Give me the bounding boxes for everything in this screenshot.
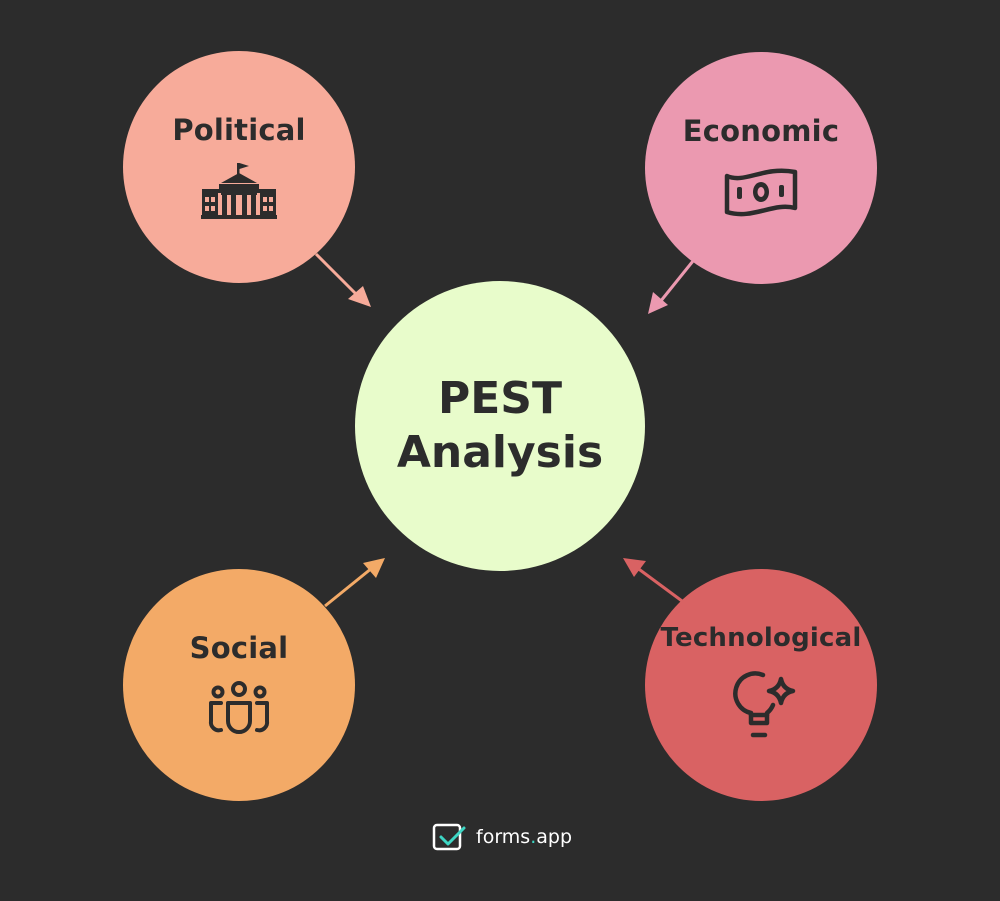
social-label: Social <box>189 630 289 665</box>
technological-node: Technological <box>645 569 877 801</box>
forms-app-logo-icon <box>432 822 468 852</box>
lightbulb-sparkle-icon <box>723 669 799 745</box>
economic-label: Economic <box>682 113 840 148</box>
government-building-icon <box>201 162 277 219</box>
economic-node: Economic <box>645 52 877 284</box>
center-title-line-2: Analysis <box>396 427 604 478</box>
political-label: Political <box>172 112 306 147</box>
people-group-icon <box>201 680 277 737</box>
political-node: Political <box>123 51 355 283</box>
arrow-technological-to-center <box>623 558 683 603</box>
arrow-social-to-center <box>324 558 385 608</box>
technological-label: Technological <box>660 623 862 653</box>
arrow-political-to-center <box>314 252 371 307</box>
social-node: Social <box>123 569 355 801</box>
brand-wordmark: forms.app <box>476 826 572 848</box>
forms-app-brand: forms.app <box>432 822 572 852</box>
brand-name: forms <box>476 826 531 848</box>
pest-analysis-center: PEST Analysis <box>355 281 645 571</box>
arrow-economic-to-center <box>648 260 695 314</box>
banknote-icon <box>723 164 799 220</box>
brand-dot: . <box>530 826 537 848</box>
center-title-line-1: PEST <box>437 373 562 425</box>
brand-suffix: app <box>536 826 573 848</box>
